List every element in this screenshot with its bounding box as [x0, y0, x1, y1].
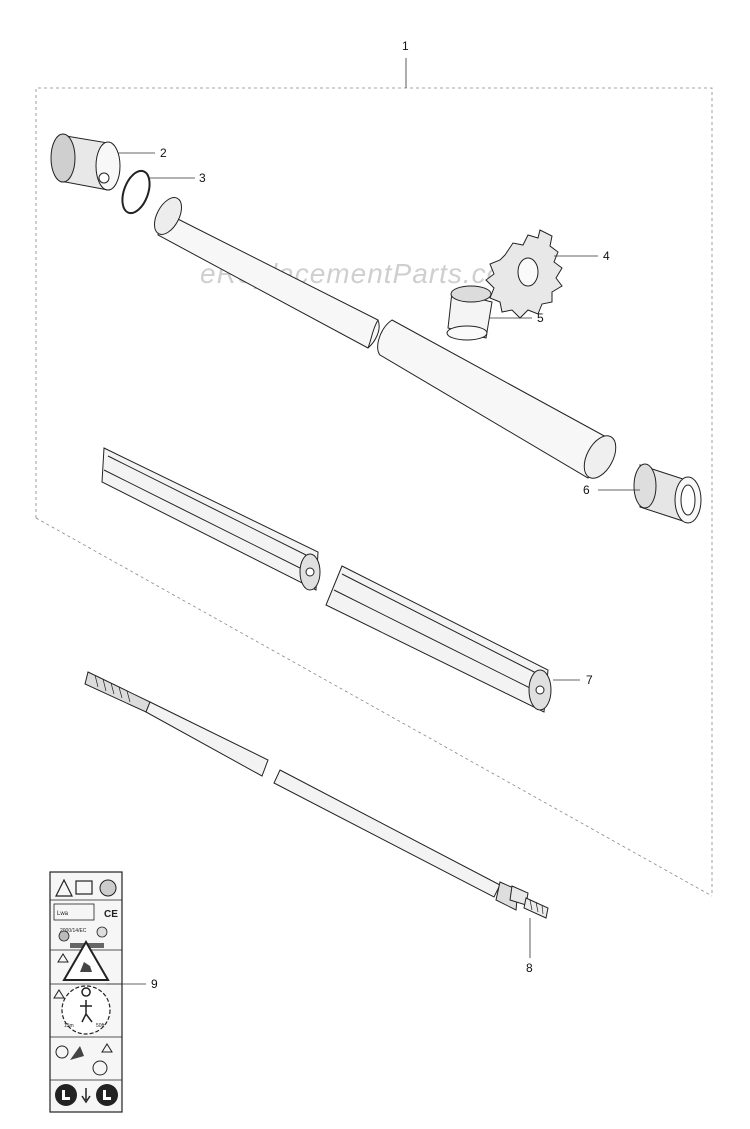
- ce-mark-text: CE: [104, 909, 118, 920]
- no-blade-icon: [92, 1060, 108, 1076]
- callout-8[interactable]: 8: [526, 961, 533, 975]
- callout-1[interactable]: 1: [402, 39, 409, 53]
- manual-book-icon: [75, 880, 93, 895]
- kit-boundary: [35, 87, 713, 897]
- boots-icon-left: [55, 1084, 77, 1106]
- callout-3[interactable]: 3: [199, 171, 206, 185]
- warning-triangle-icon-3: [101, 1043, 113, 1053]
- noise-rating-icon: [53, 903, 95, 921]
- callout-5[interactable]: 5: [537, 311, 544, 325]
- helmet-icon: [99, 879, 117, 897]
- tube-upper-section: [153, 197, 380, 349]
- warning-triangle-icon-2: [53, 989, 65, 999]
- small-warning-triangle-icon: [57, 953, 69, 963]
- part-7-liner-upper[interactable]: [101, 447, 321, 591]
- distance-left: 15m: [64, 1023, 74, 1029]
- tube-lower-section: [377, 319, 617, 479]
- eye-ear-protection-icon: [58, 930, 70, 942]
- part-8-drive-shaft-upper[interactable]: [84, 671, 269, 777]
- callout-4[interactable]: 4: [603, 249, 610, 263]
- part-4-star-nut[interactable]: [485, 229, 563, 319]
- callout-2[interactable]: 2: [160, 146, 167, 160]
- part-6-bushing[interactable]: [633, 463, 702, 524]
- distance-right: 50ft: [96, 1023, 105, 1029]
- callout-7[interactable]: 7: [586, 673, 593, 687]
- operator-figure-icon: [80, 987, 93, 1023]
- blade-direction-icon: [70, 1046, 84, 1060]
- rotation-icon: [55, 1045, 69, 1059]
- approval-mark-icon: [96, 926, 108, 938]
- callout-6[interactable]: 6: [583, 483, 590, 497]
- callout-9[interactable]: 9: [151, 977, 158, 991]
- part-9-warning-decal[interactable]: Lwa CE 2000/14/EC 15m 50ft: [49, 871, 123, 1113]
- part-2-end-cap[interactable]: [50, 133, 121, 191]
- noise-mark-text: Lwa: [57, 911, 69, 917]
- large-warning-triangle-icon: [62, 940, 110, 981]
- part-5-sleeve[interactable]: [446, 285, 493, 341]
- part-3-o-ring[interactable]: [117, 167, 155, 217]
- part-7-liner-lower[interactable]: [325, 565, 552, 713]
- warning-triangle-icon: [55, 878, 73, 897]
- directive-text: 2000/14/EC: [60, 928, 87, 934]
- glove-glyph-right: [103, 1090, 111, 1100]
- thrown-object-icon: [80, 962, 92, 972]
- down-arrow-icon: [81, 1088, 91, 1104]
- boot-glyph-left: [62, 1090, 70, 1100]
- gloves-icon-right: [96, 1084, 118, 1106]
- part-8-drive-shaft-lower[interactable]: [273, 769, 549, 919]
